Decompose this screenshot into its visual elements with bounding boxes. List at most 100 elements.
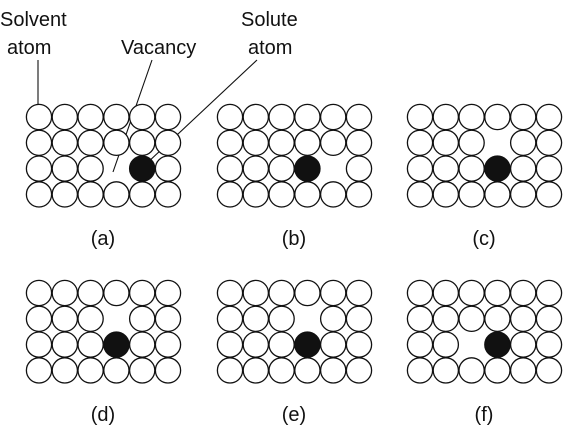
- solvent-atom: [535, 279, 563, 307]
- solvent-atom: [77, 279, 104, 307]
- solvent-atom: [484, 305, 511, 333]
- solvent-atom: [345, 331, 373, 358]
- solute-atom: [484, 331, 511, 358]
- solvent-atom: [25, 181, 53, 208]
- solvent-atom: [77, 305, 104, 333]
- solvent-atom: [51, 103, 79, 131]
- solvent-atom: [128, 279, 156, 307]
- solvent-atom: [242, 305, 270, 333]
- solvent-atom: [345, 305, 373, 333]
- solute-atom: [484, 155, 511, 182]
- solvent-atom: [103, 279, 130, 307]
- solvent-atom: [25, 305, 53, 333]
- solvent-atom: [216, 155, 244, 182]
- solvent-atom: [432, 357, 460, 384]
- solvent-atom: [216, 181, 244, 208]
- solvent-atom: [154, 279, 182, 307]
- solvent-atom: [458, 155, 485, 182]
- solvent-atom: [484, 103, 511, 131]
- solvent-atom: [216, 129, 244, 157]
- solvent-atom: [535, 305, 563, 333]
- solvent-atom: [154, 331, 182, 358]
- solvent-atom: [535, 103, 563, 131]
- solvent-atom: [103, 103, 130, 131]
- solvent-atom: [268, 103, 295, 131]
- solvent-atom: [319, 357, 347, 384]
- solvent-atom: [406, 181, 434, 208]
- solvent-atom: [268, 279, 295, 307]
- lattice-panel-b: (b): [216, 103, 373, 250]
- solvent-atom: [432, 103, 460, 131]
- solvent-atom: [268, 305, 295, 333]
- solvent-atom: [345, 181, 373, 208]
- solvent-atom: [51, 305, 79, 333]
- solvent-atom: [128, 181, 156, 208]
- solvent-atom: [268, 357, 295, 384]
- solvent-atom: [51, 181, 79, 208]
- solvent-atom-label-line2: atom: [7, 37, 51, 59]
- solvent-atom: [25, 103, 53, 131]
- solvent-atom: [406, 279, 434, 307]
- solvent-atom: [345, 279, 373, 307]
- solvent-atom: [345, 357, 373, 384]
- panel-label: (c): [472, 228, 495, 250]
- solvent-atom: [294, 357, 321, 384]
- solvent-atom: [242, 103, 270, 131]
- solvent-atom: [432, 331, 460, 358]
- solvent-atom: [216, 103, 244, 131]
- solvent-atom: [216, 357, 244, 384]
- solvent-atom: [509, 331, 537, 358]
- solvent-atom: [128, 129, 156, 157]
- solvent-atom: [51, 129, 79, 157]
- solvent-atom: [345, 129, 373, 157]
- solvent-atom: [128, 357, 156, 384]
- solvent-atom: [268, 129, 295, 157]
- solvent-atom: [154, 129, 182, 157]
- lattice-panel-c: (c): [406, 103, 563, 250]
- vacancy-label: Vacancy: [121, 37, 196, 59]
- solute-atom: [128, 155, 156, 182]
- panel-label: (a): [91, 228, 115, 250]
- solvent-atom: [51, 155, 79, 182]
- panels-group: (a)(b)(c)(d)(e)(f): [25, 103, 563, 426]
- solvent-atom: [458, 357, 485, 384]
- solute-atom: [294, 331, 321, 358]
- solvent-atom: [432, 181, 460, 208]
- solvent-atom: [51, 331, 79, 358]
- solvent-atom: [77, 103, 104, 131]
- solvent-atom: [216, 305, 244, 333]
- solvent-atom: [458, 129, 485, 157]
- solvent-atom: [51, 279, 79, 307]
- lattice-panel-e: (e): [216, 279, 373, 426]
- solvent-atom: [484, 181, 511, 208]
- solvent-atom: [242, 129, 270, 157]
- solvent-atom: [509, 279, 537, 307]
- solvent-atom: [154, 155, 182, 182]
- solvent-atom: [535, 155, 563, 182]
- solvent-atom: [242, 155, 270, 182]
- panel-label: (b): [282, 228, 306, 250]
- solvent-atom: [458, 279, 485, 307]
- solvent-atom: [319, 103, 347, 131]
- solvent-atom: [77, 331, 104, 358]
- solvent-atom: [458, 305, 485, 333]
- solvent-atom: [406, 331, 434, 358]
- solvent-atom: [25, 279, 53, 307]
- solvent-atom: [458, 181, 485, 208]
- solvent-atom: [128, 331, 156, 358]
- panel-label: (d): [91, 404, 115, 426]
- solvent-atom: [154, 181, 182, 208]
- solvent-atom: [406, 103, 434, 131]
- solvent-atom: [128, 103, 156, 131]
- solvent-atom: [25, 331, 53, 358]
- solvent-atom: [242, 331, 270, 358]
- solvent-atom: [77, 129, 104, 157]
- solvent-atom: [406, 357, 434, 384]
- solute-atom: [103, 331, 130, 358]
- solvent-atom: [294, 129, 321, 157]
- solvent-atom: [535, 181, 563, 208]
- solvent-atom: [345, 103, 373, 131]
- solvent-atom: [103, 357, 130, 384]
- solvent-atom: [432, 129, 460, 157]
